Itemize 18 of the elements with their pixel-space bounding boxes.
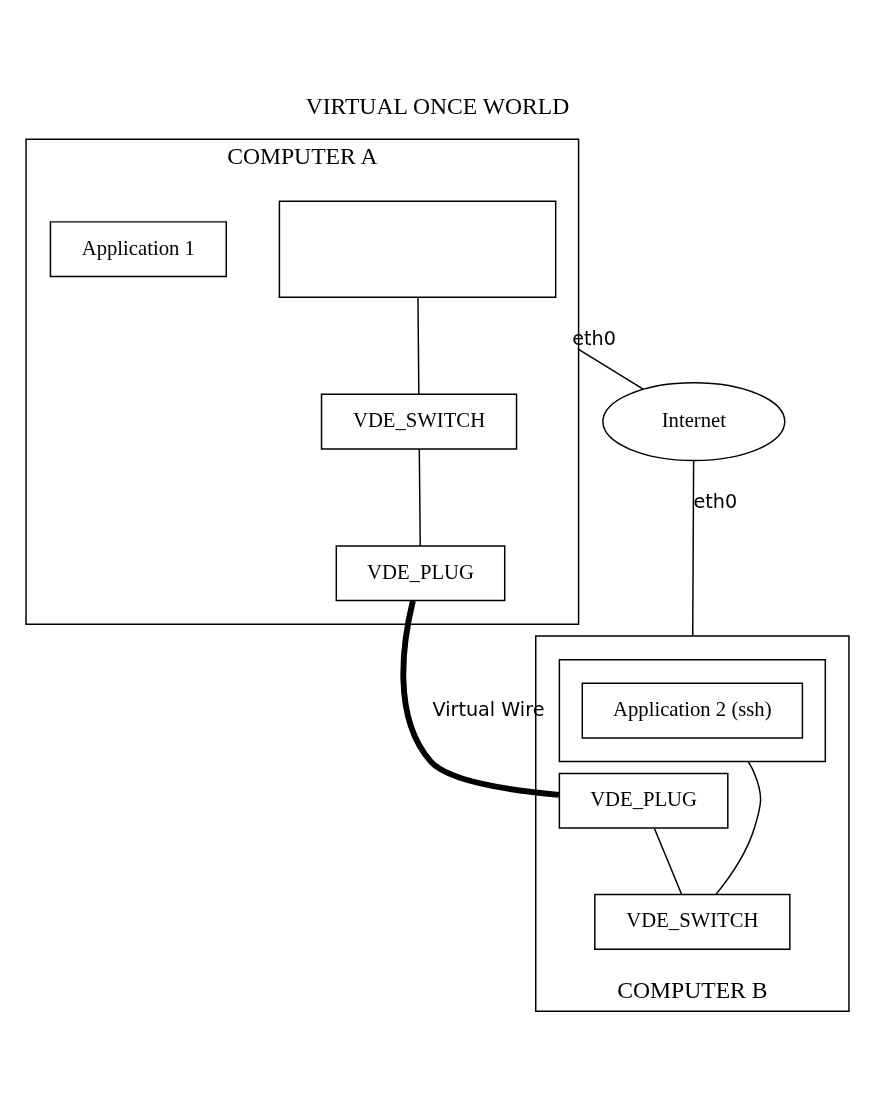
node-box: VDE_PLUG	[558, 772, 729, 829]
edge-label: eth0	[693, 490, 738, 514]
diagram-title: VIRTUAL ONCE WORLD	[305, 92, 570, 119]
node-box: VDE_PLUG	[335, 545, 506, 602]
connector	[692, 459, 695, 637]
connector	[417, 296, 420, 395]
connector	[400, 600, 560, 798]
node-box: Application 2 (ssh)	[581, 682, 804, 739]
node-box: VDE_SWITCH	[594, 893, 791, 950]
node-box	[278, 200, 557, 298]
connector	[715, 760, 762, 896]
node-ellipse: Internet	[602, 381, 786, 462]
connector	[418, 448, 421, 547]
connector	[653, 827, 683, 895]
node-box: Application 1	[49, 221, 227, 278]
connector	[577, 348, 645, 390]
node-box: VDE_SWITCH	[320, 393, 518, 450]
cluster	[558, 658, 827, 763]
